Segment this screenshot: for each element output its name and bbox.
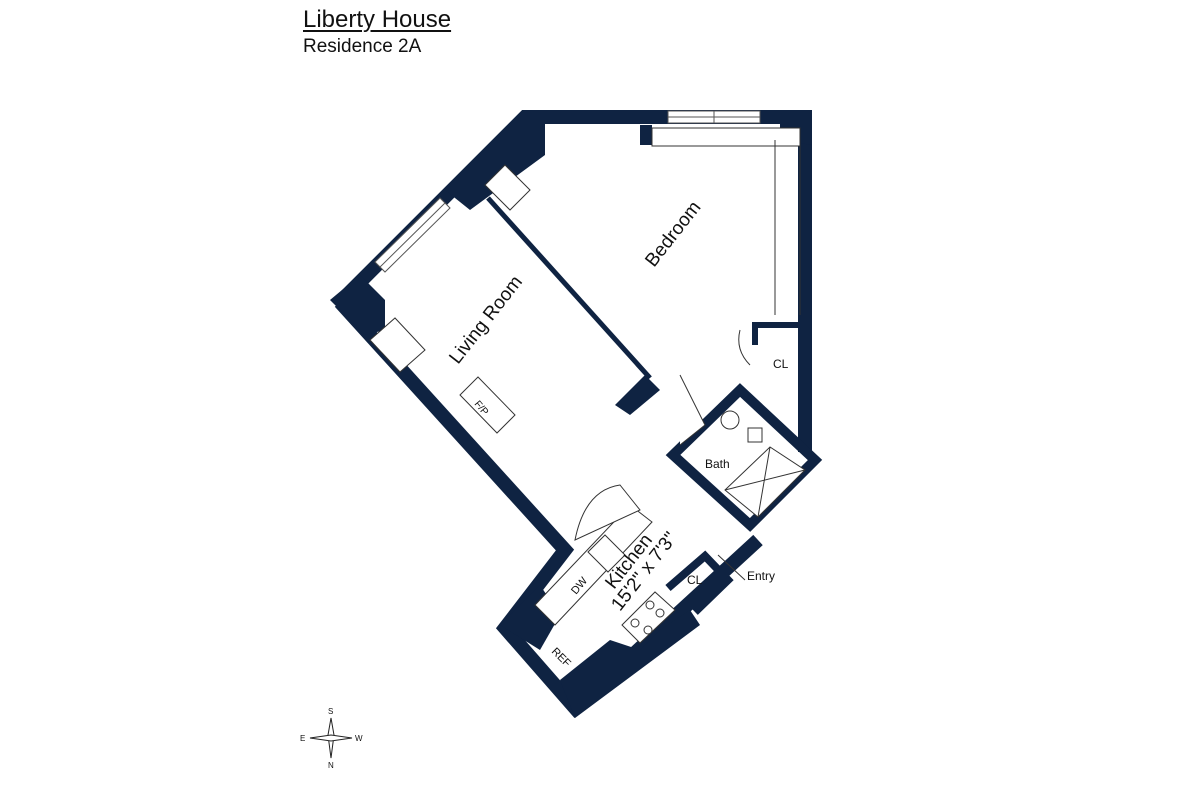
entry-label: Entry	[747, 569, 775, 583]
svg-text:S: S	[328, 707, 333, 716]
svg-text:N: N	[328, 761, 334, 770]
sink	[720, 410, 740, 430]
bedroom-closet-line	[651, 127, 801, 147]
fireplace	[459, 376, 516, 434]
entry-closet-wall	[665, 550, 734, 615]
outer-wall	[335, 110, 812, 452]
svg-text:W: W	[355, 734, 363, 743]
wall-block	[330, 275, 385, 335]
bath-label: Bath	[705, 457, 730, 471]
island	[574, 484, 641, 541]
closet-label: CL	[773, 357, 789, 371]
cabinet	[369, 317, 426, 373]
refrigerator-label: REF	[549, 646, 573, 670]
range	[621, 591, 676, 644]
door-swing	[679, 374, 706, 446]
door-swing	[717, 554, 746, 581]
wall-block	[640, 125, 652, 145]
wall-block	[560, 610, 700, 718]
plan-subtitle: Residence 2A	[303, 36, 422, 57]
wall-block	[615, 375, 660, 415]
cabinet	[484, 164, 531, 211]
kitchen-counter	[534, 504, 653, 626]
door-swing	[738, 329, 751, 366]
bath-wall	[665, 383, 823, 532]
closet-wall	[752, 322, 805, 345]
svg-text:E: E	[300, 734, 305, 743]
divider-wall	[486, 196, 652, 380]
bedroom-label: Bedroom	[641, 197, 705, 271]
entry-closet-label: CL	[687, 573, 703, 587]
living-room-label: Living Room	[445, 272, 527, 368]
plan-title: Liberty House	[303, 6, 452, 33]
toilet	[747, 427, 763, 443]
compass-icon: S E W N	[300, 707, 363, 770]
sink-kitchen	[587, 534, 626, 573]
wall-block	[445, 120, 545, 210]
